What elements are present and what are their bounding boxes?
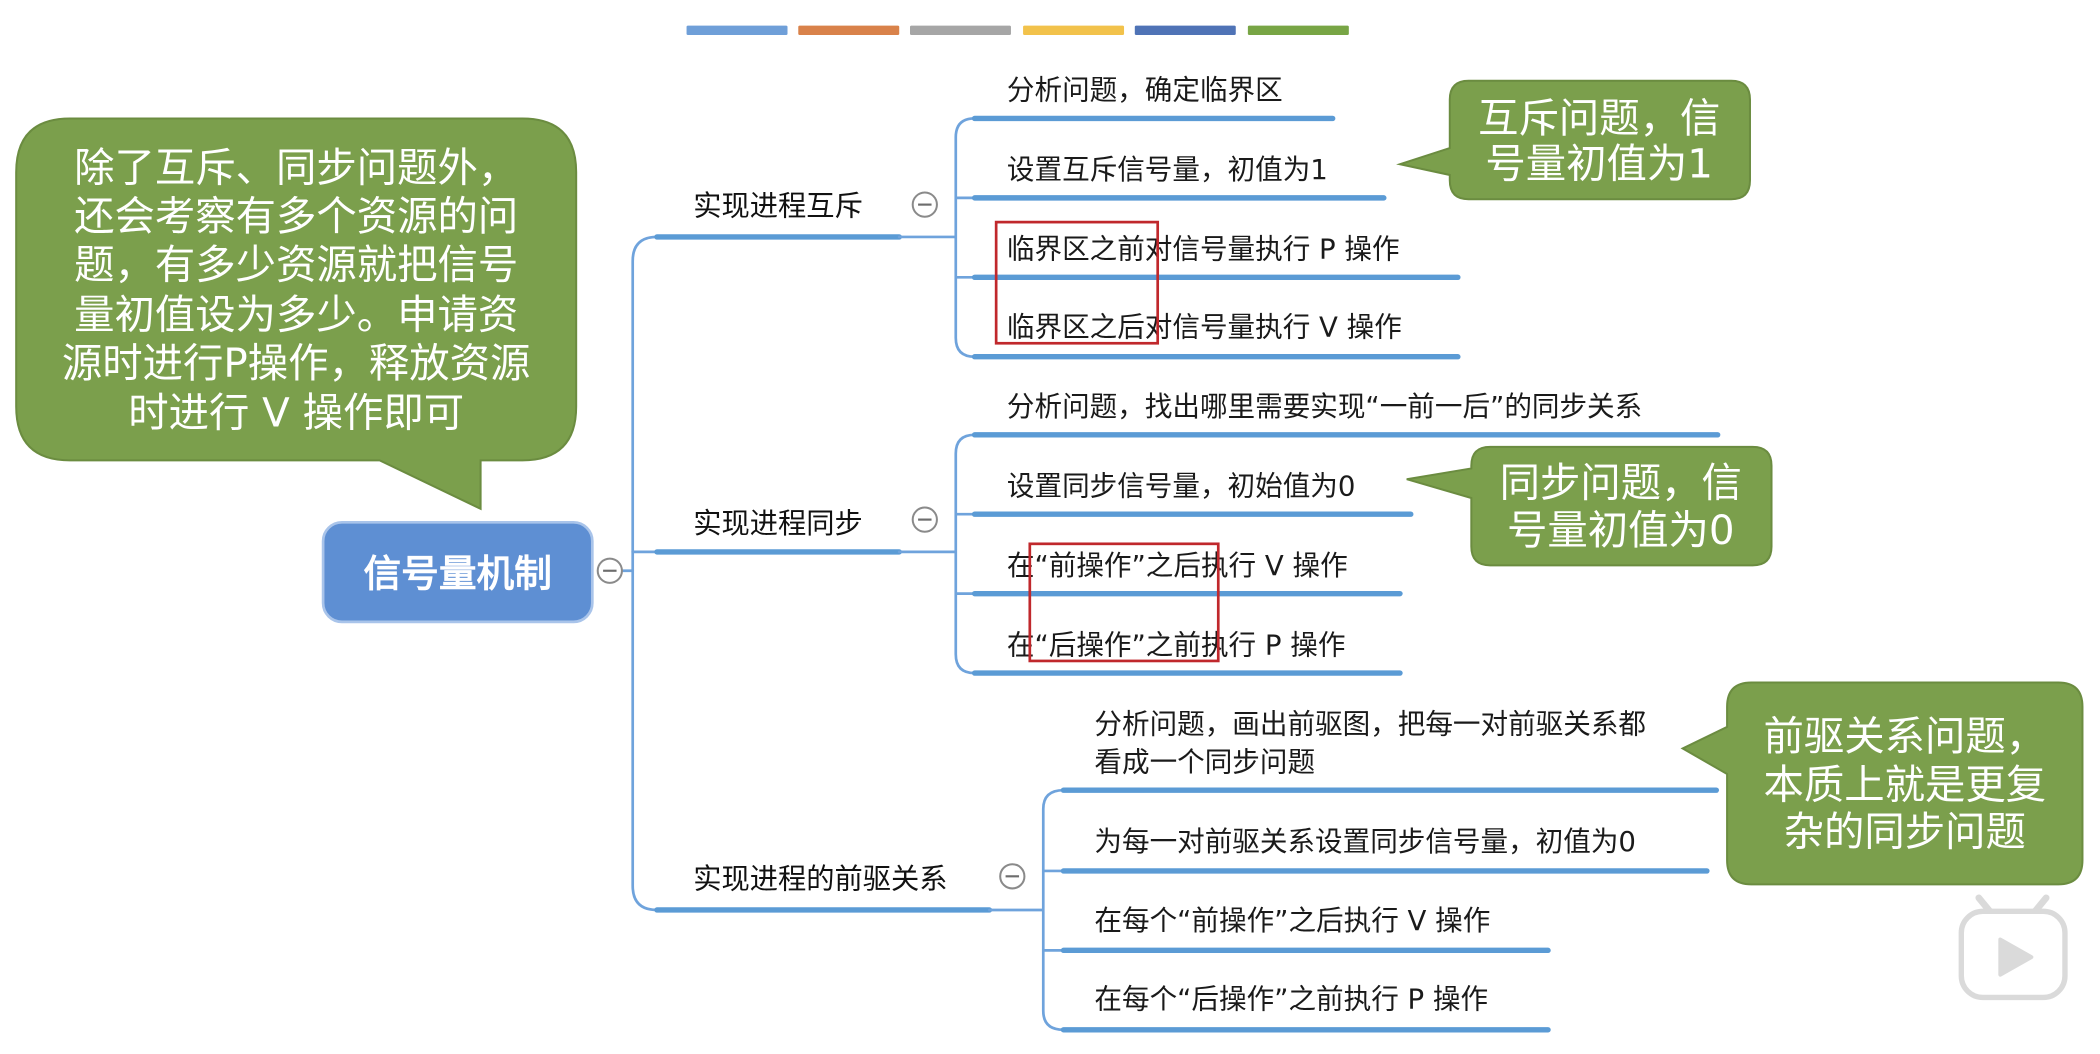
subtopic-label: 设置同步信号量，初始值为0	[1007, 469, 1355, 502]
subtopic-label: 分析问题，找出哪里需要实现“一前一后”的同步关系	[1007, 390, 1642, 423]
collapse-toggle-button[interactable]	[596, 557, 623, 584]
branch-mutex: 实现进程互斥 分析问题，确定临界区 设置互斥信号量，初值为1 临界区之前对信号量…	[654, 74, 1461, 360]
subtopic-label: 临界区之后对信号量执行 V 操作	[1007, 311, 1402, 344]
subtopic-label: 在每个“前操作”之后执行 V 操作	[1094, 904, 1490, 937]
highlight-box	[1028, 542, 1220, 663]
branch-sync: 实现进程同步 分析问题，找出哪里需要实现“一前一后”的同步关系 设置同步信号量，…	[654, 390, 1721, 676]
note-line: 除了互斥、同步问题外，	[74, 145, 518, 192]
branch-label: 实现进程同步	[693, 507, 863, 540]
note-callout-shape	[15, 117, 578, 511]
collapse-toggle-button[interactable]	[911, 506, 938, 533]
note-line: 题，有多少资源就把信号	[74, 242, 518, 289]
subtopic-label: 为每一对前驱关系设置同步信号量，初值为0	[1094, 825, 1636, 858]
root-topic-box	[321, 520, 594, 624]
theme-color-bars	[686, 25, 1349, 35]
note-line: 还会考察有多个资源的问	[74, 193, 518, 240]
callout-precedence: 前驱关系问题， 本质上就是更复 杂的同步问题	[1680, 681, 2084, 886]
root-topic: 信号量机制	[321, 520, 594, 624]
callout-line: 号量初值为1	[1485, 141, 1713, 188]
branch-precedence: 实现进程的前驱关系 分析问题，画出前驱图，把每一对前驱关系都 看成一个同步问题 …	[654, 708, 1720, 1033]
trunk-connectors	[620, 235, 659, 912]
callout-line: 互斥问题，信	[1478, 95, 1720, 142]
subtopic-label: 看成一个同步问题	[1094, 745, 1315, 778]
collapse-toggle-button[interactable]	[999, 863, 1026, 890]
branch-label: 实现进程的前驱关系	[693, 863, 947, 896]
child-connectors	[897, 117, 976, 359]
child-connectors	[897, 433, 976, 675]
subtopic-label: 在“后操作”之前执行 P 操作	[1007, 628, 1346, 661]
note-callout: 除了互斥、同步问题外， 还会考察有多个资源的问 题，有多少资源就把信号 量初值设…	[15, 117, 578, 511]
callout-line: 号量初值为0	[1507, 507, 1735, 554]
subtopic-label: 在“前操作”之后执行 V 操作	[1007, 549, 1348, 582]
collapse-toggle-button[interactable]	[911, 191, 938, 218]
color-bar	[686, 25, 788, 35]
note-line: 量初值设为多少。申请资	[74, 291, 518, 338]
callout-line: 前驱关系问题，	[1763, 713, 2046, 760]
color-bar	[1134, 25, 1236, 35]
callout-shape	[1406, 445, 1773, 567]
color-bar	[910, 25, 1011, 35]
color-bar	[798, 25, 900, 35]
callout-shape	[1680, 681, 2084, 886]
subtopic-label: 临界区之前对信号量执行 P 操作	[1007, 233, 1400, 266]
color-bar	[1247, 25, 1349, 35]
branch-label: 实现进程互斥	[693, 189, 863, 222]
subtopic-label: 设置互斥信号量，初值为1	[1007, 153, 1328, 186]
subtopic-label: 分析问题，画出前驱图，把每一对前驱关系都	[1094, 708, 1646, 741]
note-line: 时进行 V 操作即可	[128, 390, 464, 437]
callout-line: 同步问题，信	[1500, 460, 1742, 507]
callout-line: 本质上就是更复	[1763, 761, 2046, 808]
highlight-box	[994, 220, 1160, 345]
callout-line: 杂的同步问题	[1784, 808, 2026, 855]
subtopic-label: 在每个“后操作”之前执行 P 操作	[1094, 982, 1488, 1015]
color-bar	[1023, 25, 1125, 35]
callout-sync: 同步问题，信 号量初值为0	[1406, 445, 1773, 567]
callout-mutex: 互斥问题，信 号量初值为1	[1396, 79, 1751, 201]
note-line: 源时进行P操作，释放资源	[62, 340, 530, 387]
subtopic-label: 分析问题，确定临界区	[1007, 74, 1283, 107]
bilibili-logo-icon	[1958, 894, 2068, 1001]
callout-shape	[1396, 79, 1751, 201]
trunk-line	[631, 235, 659, 912]
root-topic-label: 信号量机制	[363, 551, 551, 595]
child-connectors	[988, 788, 1065, 1032]
